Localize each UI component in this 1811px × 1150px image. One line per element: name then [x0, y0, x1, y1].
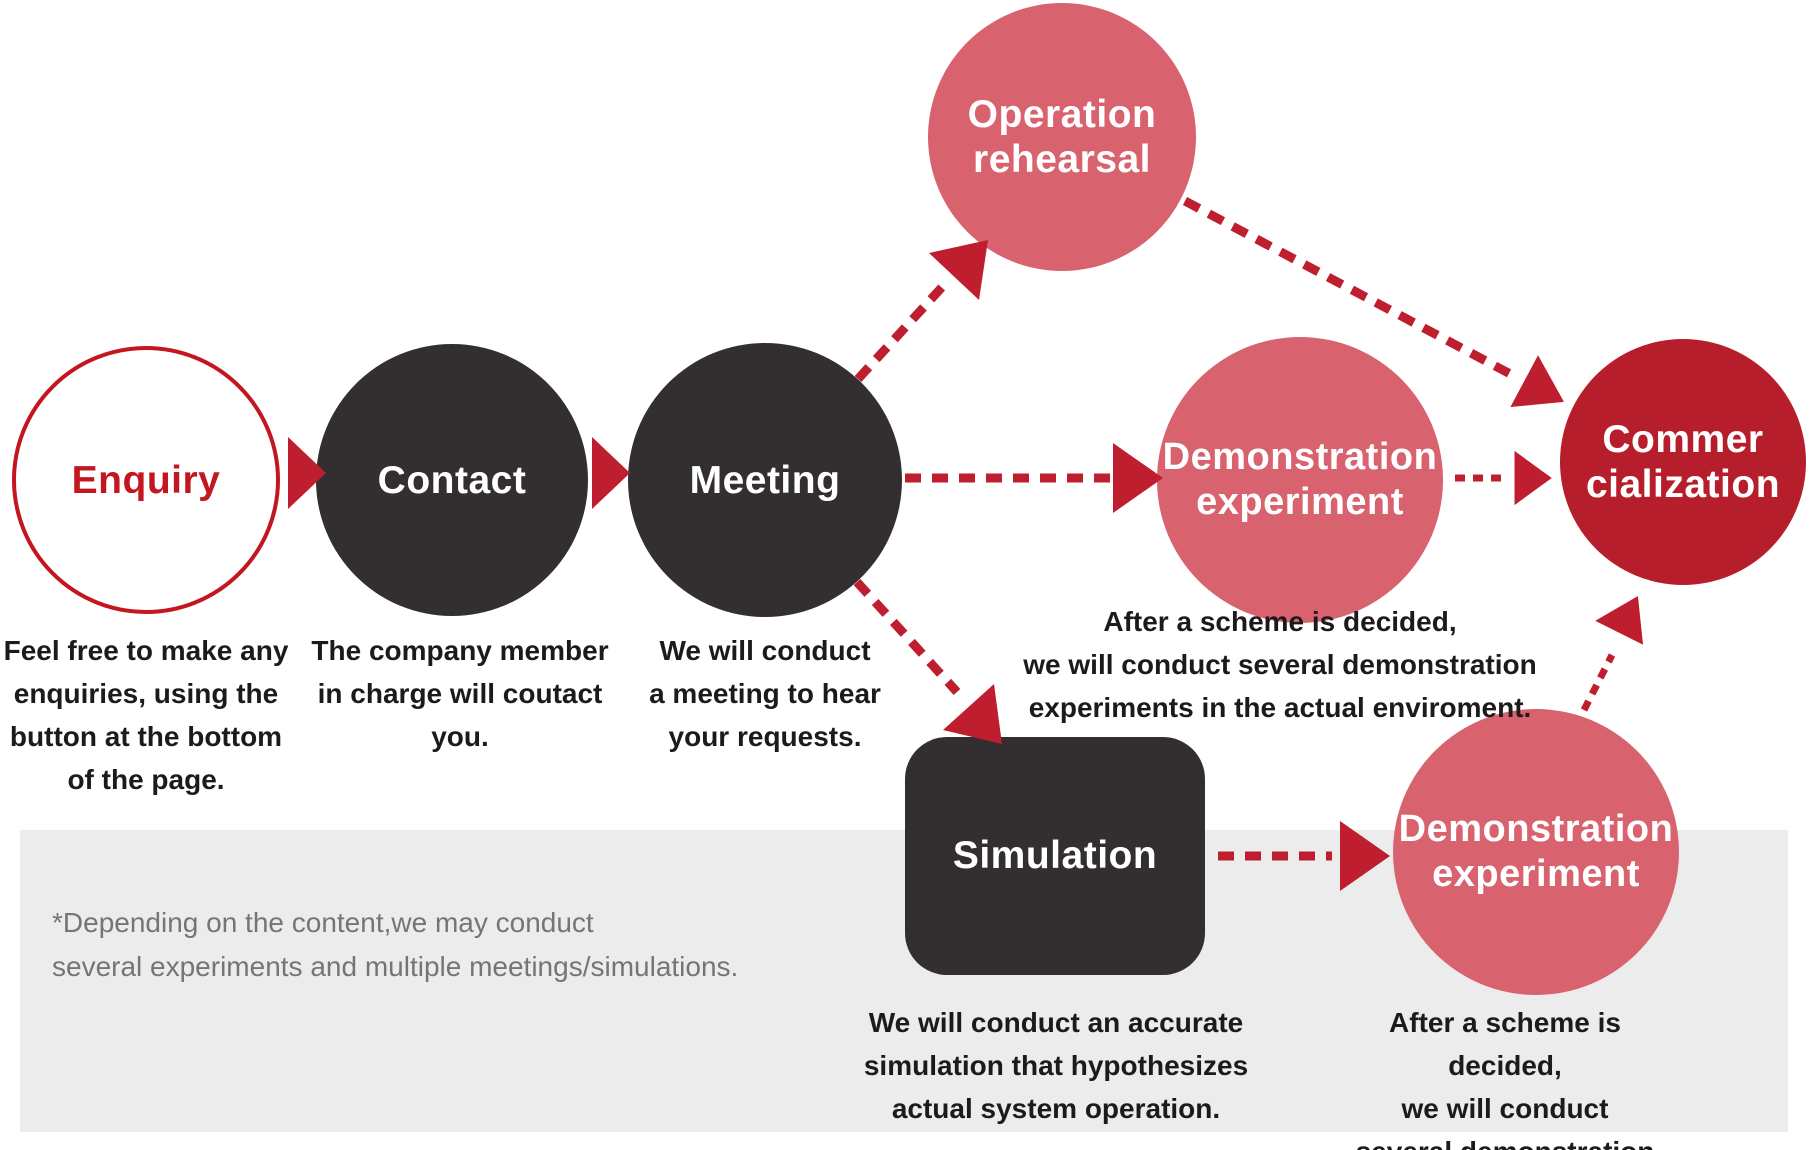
- step-demonstration-experiment-bottom-circle: Demonstration experiment: [1393, 709, 1679, 995]
- caption-enquiry: Feel free to make any enquiries, using t…: [3, 635, 289, 795]
- step-simulation-box: Simulation: [905, 737, 1205, 975]
- step-commercialization-label: Commer cialization: [1585, 418, 1781, 506]
- step-contact-label: Contact: [377, 458, 527, 502]
- dashed-arrow-meeting-to-demonstration-icon: [905, 443, 1163, 513]
- step-operation-rehearsal-circle: Operation rehearsal: [928, 3, 1196, 271]
- caption-meeting: We will conduct a meeting to hear your r…: [649, 635, 881, 752]
- dotted-arrow-demonstration-bottom-to-commercialization-icon: [1580, 587, 1649, 712]
- arrow-contact-to-meeting-icon: [592, 437, 630, 509]
- step-contact-circle: Contact: [316, 344, 588, 616]
- caption-contact: The company member in charge will coutac…: [311, 635, 609, 752]
- step-meeting-circle: Meeting: [628, 343, 902, 617]
- step-demonstration-experiment-bottom-label: Demonstration experiment: [1398, 808, 1674, 895]
- step-enquiry-label: Enquiry: [71, 458, 221, 502]
- caption-demonstration-mid: After a scheme is decided, we will condu…: [1023, 606, 1537, 723]
- step-meeting-label: Meeting: [689, 458, 841, 502]
- step-demonstration-experiment-mid-label: Demonstration experiment: [1162, 436, 1438, 523]
- caption-demonstration-bottom: After a scheme is decided, we will condu…: [1356, 1007, 1655, 1150]
- step-demonstration-experiment-mid-circle: Demonstration experiment: [1157, 337, 1443, 623]
- dotted-arrow-demonstration-to-commercialization-icon: [1455, 441, 1561, 515]
- step-operation-rehearsal-label: Operation rehearsal: [967, 93, 1157, 181]
- footnote-text: *Depending on the content,we may conduct…: [52, 907, 739, 982]
- dashed-arrow-meeting-to-operation-rehearsal-icon: [854, 240, 988, 383]
- step-enquiry-circle: Enquiry: [12, 346, 280, 614]
- step-commercialization-circle: Commer cialization: [1560, 339, 1806, 585]
- caption-simulation: We will conduct an accurate simulation t…: [863, 1007, 1249, 1124]
- step-simulation-label: Simulation: [952, 834, 1158, 877]
